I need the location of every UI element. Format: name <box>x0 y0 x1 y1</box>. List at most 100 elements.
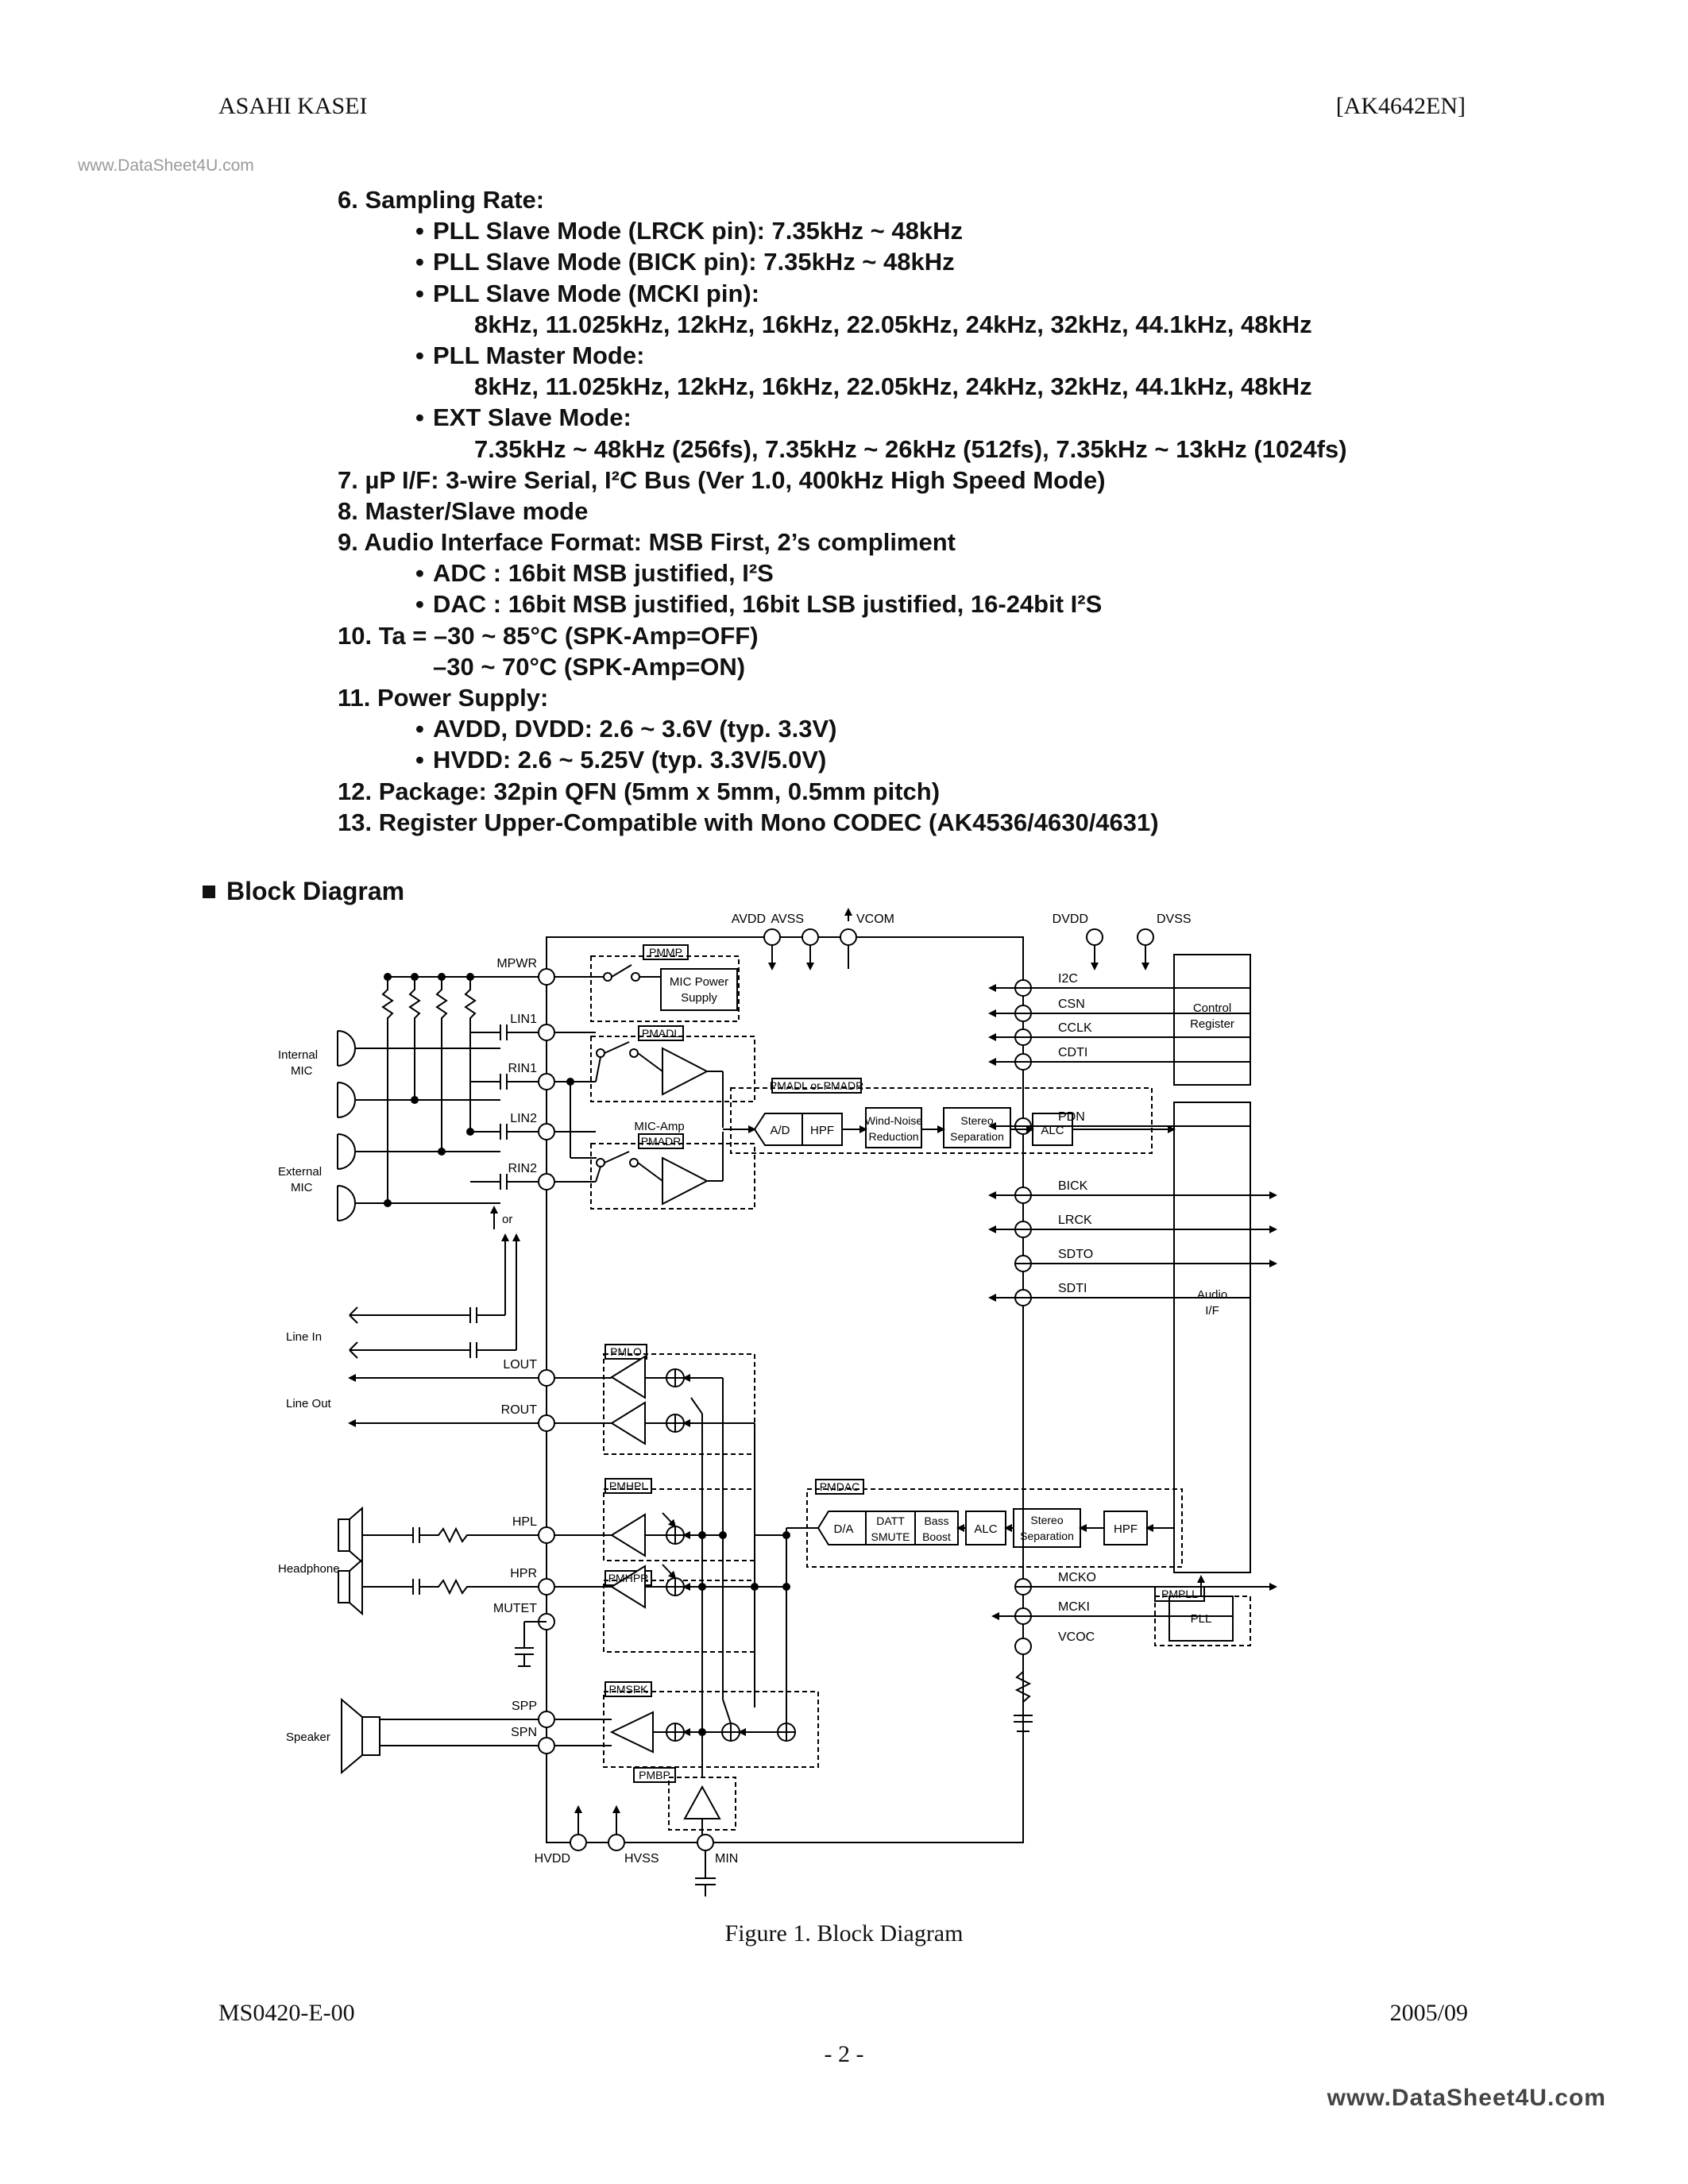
resistor <box>464 977 477 1032</box>
figure-caption: Figure 1. Block Diagram <box>724 1920 964 1947</box>
bullet-icon: • <box>415 341 424 369</box>
left-pin-label: LIN1 <box>510 1013 537 1026</box>
right-pin-label: PDN <box>1058 1110 1085 1124</box>
feature-line: •PLL Slave Mode (LRCK pin): 7.35kHz ~ 48… <box>338 215 1347 246</box>
pmdac-tag-text: PMDAC <box>820 1480 860 1493</box>
feature-line: •PLL Master Mode: <box>338 340 1347 371</box>
pin-terminal <box>538 1073 555 1090</box>
headphone-label: Headphone <box>278 1562 340 1576</box>
switch-blade <box>611 964 632 978</box>
bullet-icon: • <box>415 217 424 245</box>
feature-line: •ADC : 16bit MSB justified, I²S <box>338 558 1347 588</box>
pmadl-region <box>590 1036 755 1102</box>
mic-amp-right <box>662 1156 709 1206</box>
microphone-icon <box>337 1030 356 1067</box>
feature-text: ADC : 16bit MSB justified, I²S <box>433 559 774 588</box>
stereo-separation2-label: Separation <box>1020 1530 1074 1542</box>
feature-text: 8kHz, 11.025kHz, 12kHz, 16kHz, 22.05kHz,… <box>474 372 1312 401</box>
datt-smute-label: SMUTE <box>871 1530 910 1543</box>
pmhpl-tag-text: PMHPL <box>609 1480 647 1492</box>
alc2-label: ALC <box>974 1522 997 1536</box>
feature-line: 11. Power Supply: <box>338 682 1347 713</box>
pmadl-tag <box>638 1025 684 1041</box>
pmpll-tag-text: PMPLL <box>1161 1588 1198 1600</box>
junction-dot <box>698 1728 706 1736</box>
feature-line: 10. Ta = –30 ~ 85°C (SPK-Amp=OFF) <box>338 620 1347 651</box>
switch-contact <box>596 1048 605 1058</box>
mix-arrow <box>662 1512 677 1528</box>
or-label: or <box>502 1213 512 1226</box>
control-register-block <box>1173 954 1251 1086</box>
wire <box>690 1397 703 1414</box>
pmlo-region <box>603 1353 755 1455</box>
bottom-pin-label: MIN <box>715 1852 738 1866</box>
pll-label: PLL <box>1191 1612 1212 1626</box>
headphone-icon <box>349 1506 363 1565</box>
feature-text: 10. Ta = –30 ~ 85°C (SPK-Amp=OFF) <box>338 621 759 650</box>
bullet-icon: • <box>415 279 424 307</box>
pmhpl-tag <box>605 1478 652 1494</box>
pin-terminal <box>1137 928 1154 946</box>
pin-terminal <box>538 1414 555 1432</box>
feature-text: DAC : 16bit MSB justified, 16bit LSB jus… <box>433 590 1103 619</box>
feature-text: PLL Slave Mode (BICK pin): 7.35kHz ~ 48k… <box>433 248 955 276</box>
bullet-icon: • <box>415 248 424 276</box>
speaker-label: Speaker <box>286 1731 330 1744</box>
wind-noise-label: Wind-Noise <box>865 1114 923 1127</box>
pmspk-region <box>603 1691 819 1768</box>
right-pin-label: SDTI <box>1058 1282 1087 1295</box>
wire <box>595 1166 601 1183</box>
top-pin-label: DVDD <box>1053 913 1088 926</box>
watermark-bottom: www.DataSheet4U.com <box>1327 2085 1606 2111</box>
mic-power-label: Supply <box>681 991 717 1005</box>
hpf-label: HPF <box>810 1124 834 1137</box>
feature-line: 7. µP I/F: 3-wire Serial, I²C Bus (Ver 1… <box>338 465 1347 496</box>
junction-dot <box>719 1531 727 1539</box>
stereo-separation-label: Separation <box>950 1130 1004 1143</box>
header-company: ASAHI KASEI <box>218 93 368 119</box>
feature-line: •EXT Slave Mode: <box>338 402 1347 433</box>
right-pin-label: CSN <box>1058 997 1085 1011</box>
pmadl-tag-text: PMADL <box>642 1027 680 1040</box>
right-pin-label: LRCK <box>1058 1214 1092 1227</box>
pmadr-tag-text: PMADR <box>641 1135 682 1148</box>
adc-label: A/D <box>770 1124 790 1137</box>
headphone-body <box>338 1570 350 1603</box>
pmspk-tag <box>605 1681 652 1697</box>
adc-path-region <box>730 1087 1153 1154</box>
feature-text: 7. µP I/F: 3-wire Serial, I²C Bus (Ver 1… <box>338 465 1106 494</box>
pin-terminal <box>570 1834 587 1851</box>
feature-line: 9. Audio Interface Format: MSB First, 2’… <box>338 527 1347 558</box>
bass-boost-label: Bass <box>924 1515 948 1527</box>
pin-terminal <box>538 1123 555 1140</box>
pmspk-tag-text: PMSPK <box>608 1683 648 1696</box>
pmhpl-region <box>603 1488 755 1561</box>
pmadl-or-pmadr-tag <box>771 1078 862 1094</box>
feature-line: 8kHz, 11.025kHz, 12kHz, 16kHz, 22.05kHz,… <box>338 309 1347 340</box>
right-pin-label: CCLK <box>1058 1021 1092 1035</box>
pin-terminal <box>1014 1638 1032 1655</box>
pmadr-region <box>590 1143 755 1210</box>
external-mic-label: MIC <box>291 1181 313 1194</box>
left-pin-label: LOUT <box>503 1358 537 1372</box>
pmmp-tag <box>643 944 689 960</box>
switch-blade <box>604 1151 630 1163</box>
bass-boost-label: Boost <box>922 1530 951 1543</box>
pin-terminal <box>697 1834 714 1851</box>
left-pin-label: MPWR <box>496 957 537 970</box>
top-pin-label: VCOM <box>856 913 894 926</box>
feature-line: •DAC : 16bit MSB justified, 16bit LSB ju… <box>338 588 1347 619</box>
junction-dot <box>751 1583 759 1591</box>
feature-line: • PLL Slave Mode (BICK pin): 7.35kHz ~ 48… <box>338 246 1347 277</box>
junction-dot <box>698 1583 706 1591</box>
audio-interface-label: I/F <box>1205 1304 1219 1318</box>
wire <box>595 1056 601 1082</box>
feature-text: AVDD, DVDD: 2.6 ~ 3.6V (typ. 3.3V) <box>433 715 837 743</box>
section-heading: Block Diagram <box>203 877 404 906</box>
feature-text: EXT Slave Mode: <box>433 403 632 432</box>
left-pin-label: LIN2 <box>510 1112 537 1125</box>
left-pin-label: SPP <box>512 1700 537 1713</box>
left-pin-label: RIN1 <box>508 1062 538 1075</box>
microphone-icon <box>337 1133 356 1170</box>
rout-amp <box>610 1401 646 1445</box>
